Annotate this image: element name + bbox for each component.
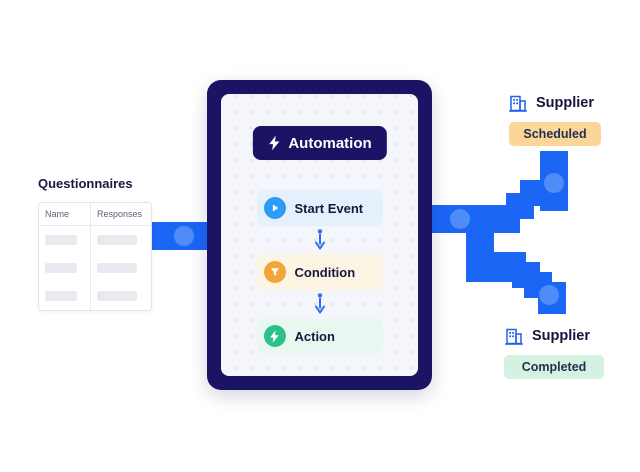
supplier-completed: Supplier [504,326,590,346]
arrow-down-icon [314,229,325,250]
table-cell [91,282,151,310]
placeholder-bar [97,263,137,273]
step-start-event: Start Event [256,190,383,226]
step-action: Action [256,318,383,354]
table-cell [91,226,151,254]
status-badge-completed: Completed [504,355,604,379]
status-badge-scheduled: Scheduled [509,122,601,146]
step-label: Action [294,328,335,344]
step-label: Condition [294,264,356,280]
automation-badge-label: Automation [288,134,372,152]
table-header-row: Name Responses [39,203,151,226]
table-cell [39,282,91,310]
table-cell [39,254,91,282]
automation-badge: Automation [252,126,387,160]
table-cell [39,226,91,254]
table-row [39,226,151,254]
placeholder-bar [97,291,137,301]
bolt-icon [263,325,286,347]
column-header-responses: Responses [97,209,143,219]
automation-panel: Automation Start Event [207,80,432,390]
placeholder-bar [45,291,77,301]
bolt-icon [268,135,279,151]
table-row [39,282,151,310]
table-cell [91,254,151,282]
automation-card: Automation Start Event [221,94,418,376]
supplier-scheduled: Supplier [508,93,594,113]
step-condition: Condition [256,254,383,290]
building-icon [509,95,527,112]
questionnaires-title: Questionnaires [38,176,133,191]
arrow-down-icon [314,293,325,314]
supplier-name: Supplier [532,328,591,344]
column-header-name: Name [39,203,91,225]
questionnaires-table: Name Responses [38,202,152,311]
step-label: Start Event [294,200,364,216]
data-packets [174,173,564,305]
funnel-icon [263,261,286,283]
table-row [39,254,151,282]
placeholder-bar [45,235,77,245]
play-icon [263,197,286,219]
supplier-name: Supplier [536,95,595,111]
building-icon [505,328,523,345]
workflow-steps: Start Event Condition [256,190,383,354]
placeholder-bar [45,263,77,273]
placeholder-bar [97,235,137,245]
